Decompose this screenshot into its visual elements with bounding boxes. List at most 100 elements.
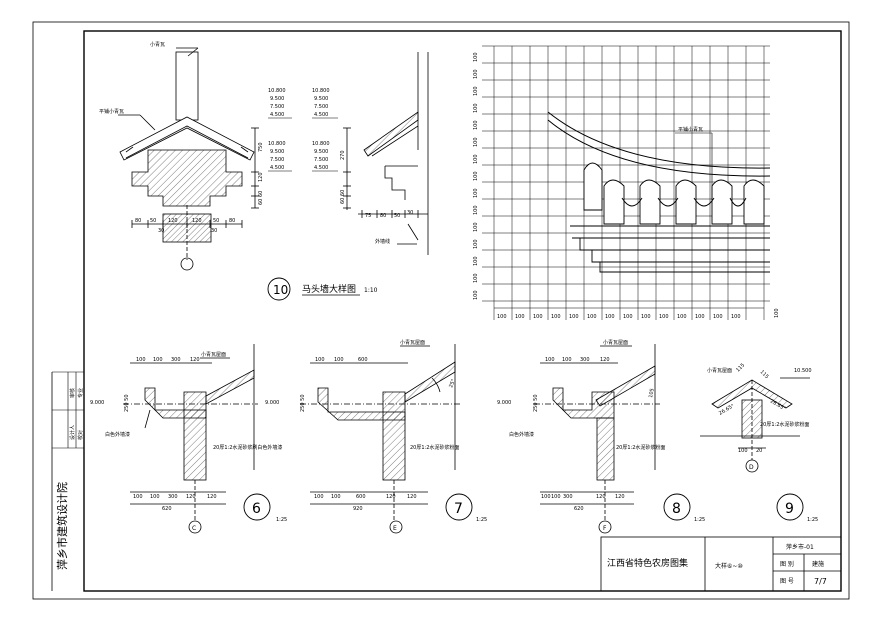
d7-bot-dim-0: 100 [314,494,324,500]
d10-number-circle [267,277,291,301]
d6-label-roof: 小青瓦屋面 [201,351,226,358]
grid-col-9: 100 [659,314,669,320]
d7-note: 20厚1:2水泥砂浆粉面 [410,444,459,451]
d7-bot-dim-2: 600 [356,494,366,500]
grid-row-2: 100 [473,86,479,96]
d8-note: 20厚1:2水泥砂浆粉面 [616,444,665,451]
d6-top-dim-0: 100 [136,357,146,363]
d10-elev-b-1: 9.500 [270,149,284,155]
d10-elev-a-0: 10.800 [268,88,286,94]
d8-scale: 1:25 [694,517,705,523]
d8-top-dim-3: 120 [600,357,610,363]
d10-dim-bl2-0: 30 [158,228,164,234]
sheet-inner-border [83,30,842,592]
d6-bot-dim-2: 300 [168,494,178,500]
d10-dim-br-3: 30 [407,210,413,216]
grid-col-6: 100 [605,314,615,320]
sheet-outer-border [32,21,850,600]
d7-side-dims: 250 50 [300,395,306,413]
d9-top-dim-0: 115 [735,362,746,373]
sign-role2-2: 校对 [77,430,84,440]
grid-col-7: 100 [623,314,633,320]
d7-scale: 1:25 [476,517,487,523]
d10-elev-c-3: 4.500 [314,112,328,118]
detail-9: 小青瓦屋面 115 115 26.65° 26.65° 10.500 20厚1:… [700,362,818,523]
d7-roof-angle: 25° [448,378,457,389]
d9-bot-dim-0: 100 [738,448,748,454]
grid-row-labels: 100 100 100 100 100 100 100 100 100 100 … [473,52,479,300]
d7-axis: E [393,525,397,532]
d8-axis: F [603,525,607,532]
grid-row-9: 100 [473,205,479,215]
grid-row-8: 100 [473,188,479,198]
title-block-number-value: 7/7 [814,577,827,586]
d6-label-wall: 白色外墙漆 [105,431,130,438]
detail-8: 100 100 300 120 小青瓦屋面 105 9.000 250 50 白… [497,339,705,534]
d10-dims-bottom-left: 80 50 120 120 50 80 30 30 [135,218,235,234]
grid-row-10: 100 [473,222,479,232]
d8-axis-circle [598,520,612,534]
d8-bot-dim-3: 120 [596,494,606,500]
d10-dim-br-2: 50 [394,213,400,219]
d8-roof-dim: 105 [648,388,656,398]
d6-note: 20厚1:2水泥砂浆刷白色外墙漆 [213,444,282,451]
d10-dim-br-0: 75 [365,213,371,219]
d10-elev-d-3: 4.500 [314,165,328,171]
d6-number: 6 [252,501,261,517]
d10-dim-bl-1: 50 [150,218,156,224]
d9-axis-circle [745,459,759,473]
d8-side-dims: 250 50 [533,395,539,413]
d10-dim-bl-0: 80 [135,218,141,224]
d10-elev-a-2: 7.500 [270,104,284,110]
d10-dim-bl-4: 50 [213,218,219,224]
grid-row-3: 100 [473,103,479,113]
d10-elev-d-0: 10.800 [312,141,330,147]
grid-row-4: 100 [473,120,479,130]
d9-label-roof: 小青瓦屋面 [707,367,732,374]
d10-elev-a-1: 9.500 [270,96,284,102]
d7-top-dim-2: 600 [358,357,368,363]
grid-row-12: 100 [473,256,479,266]
d7-bot-dim-1: 100 [331,494,341,500]
d7-label-roof: 小青瓦屋面 [400,339,425,346]
d8-elev: 9.000 [497,400,511,406]
detail-7: 100 100 600 小青瓦屋面 25° 9.000 250 50 20厚1:… [265,339,487,534]
d6-scale: 1:25 [276,517,287,523]
d10-elev-d-1: 9.500 [314,149,328,155]
d10-dim-h-2: 120 [258,172,264,182]
grid-col-11: 100 [695,314,705,320]
sign-role-1: 审核 [69,388,76,398]
title-block-atlas: 江西省特色农房图集 [607,557,688,569]
sign-role2-1: 专业 [77,388,84,398]
d7-axis-circle [389,520,403,534]
d7-bot-total: 920 [353,506,363,512]
d8-bot-dim-2: 300 [563,494,573,500]
d10-elev-b-2: 7.500 [270,157,284,163]
d7-top-dim-1: 100 [334,357,344,363]
d10-label-tile-top: 小青瓦 [150,41,165,48]
grid-col-5: 100 [587,314,597,320]
d6-top-dim-1: 100 [153,357,163,363]
grid-col-13: 100 [731,314,741,320]
title-block-category-label: 图 别 [780,560,794,568]
d7-number: 7 [454,501,463,517]
d10-scale: 1:10 [364,287,378,294]
d7-number-circle [445,493,473,521]
d9-elev: 10.500 [794,368,812,374]
d8-top-dim-0: 100 [545,357,555,363]
title-block-number-label: 图 号 [780,578,794,585]
d10-elev-a-3: 4.500 [270,112,284,118]
d6-axis-circle [188,520,202,534]
d10-elev-b-0: 10.800 [268,141,286,147]
d10-dim-h-3: 60 60 [258,191,264,205]
institute-name: 萍乡市建筑设计院 [55,482,69,570]
d10-number: 10 [273,283,288,297]
d10-dim-br-1: 80 [380,213,386,219]
d10-elev-d-2: 7.500 [314,157,328,163]
grid-row-6: 100 [473,154,479,164]
grid-curve-eave [547,111,771,169]
d6-side-dims: 250 50 [124,395,130,413]
grid-row-11: 100 [473,239,479,249]
d8-bot-dim-4: 120 [615,494,625,500]
